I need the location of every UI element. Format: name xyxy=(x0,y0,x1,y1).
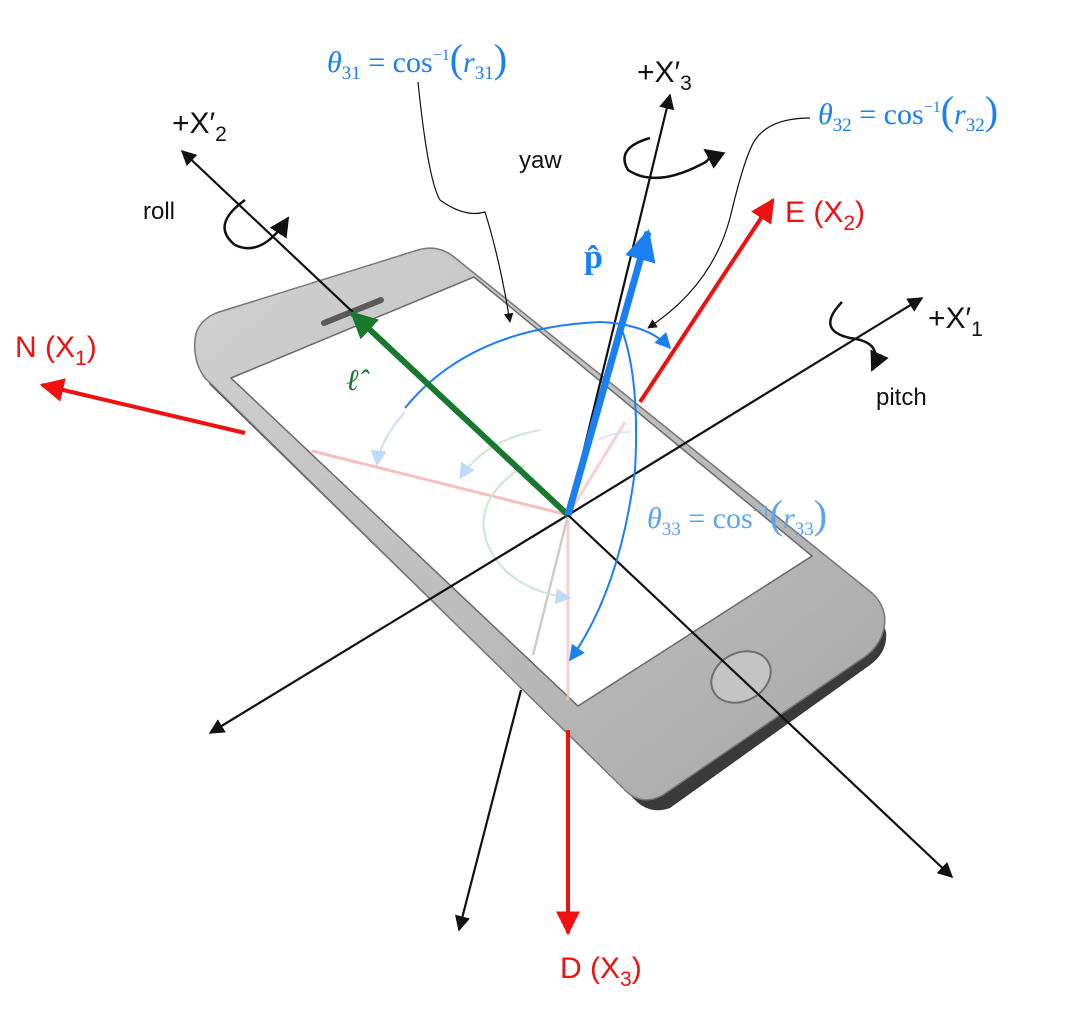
x2prime-label: +X′2 xyxy=(172,107,227,146)
theta32-pointer xyxy=(647,117,811,329)
x3prime-label: +X′3 xyxy=(637,56,692,95)
pitch-label: pitch xyxy=(876,384,927,411)
projection-lines xyxy=(311,411,631,700)
theta31-pointer xyxy=(417,81,514,323)
x3prime-axis-neg xyxy=(455,689,523,932)
north-axis-label: N (X1) xyxy=(15,331,97,370)
theta33-formula: θ33 = cos−1(r33) xyxy=(647,492,827,540)
theta31-formula: θ31 = cos−1(r31) xyxy=(327,36,507,84)
phone-screen xyxy=(229,276,814,707)
x1prime-axis xyxy=(567,297,924,516)
yaw-rotation-icon xyxy=(623,136,726,180)
pitch-rotation-icon xyxy=(829,301,889,372)
roll-label: roll xyxy=(143,198,175,225)
theta33-arc xyxy=(569,329,638,662)
yaw-label: yaw xyxy=(519,147,562,174)
angle-arcs xyxy=(404,320,672,662)
p-hat-label: p̂ xyxy=(584,239,603,276)
x1prime-label: +X′1 xyxy=(928,302,983,341)
roll-rotation-icon xyxy=(223,198,290,250)
x1prime-axis-neg xyxy=(208,514,569,734)
east-axis-label: E (X2) xyxy=(785,196,865,235)
back-axes xyxy=(39,197,775,435)
east-axis xyxy=(638,197,775,404)
down-axis-label: D (X3) xyxy=(560,952,642,991)
p-hat-vector xyxy=(564,228,656,516)
l-hat-vector xyxy=(349,310,571,518)
theta32-formula: θ32 = cos−1(r32) xyxy=(818,88,998,136)
x2prime-axis-neg xyxy=(567,514,954,879)
north-axis xyxy=(39,378,246,435)
theta31-arc xyxy=(404,320,672,409)
smartphone xyxy=(193,247,887,811)
